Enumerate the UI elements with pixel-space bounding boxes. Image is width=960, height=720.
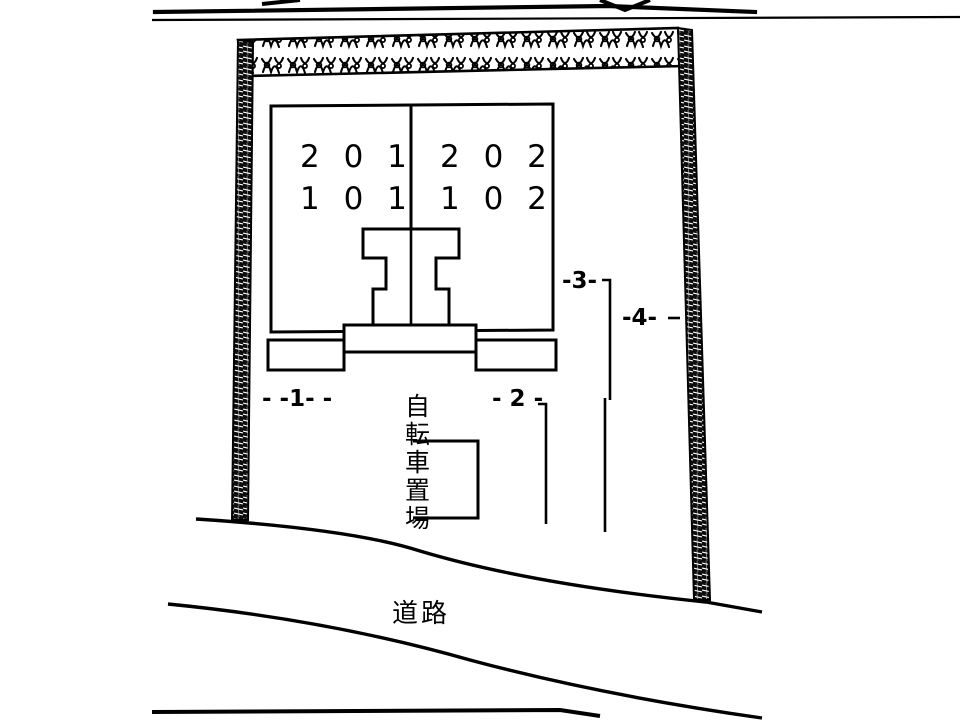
parking-marker-2-label: - 2 - (492, 386, 543, 412)
parking-marker-3-label: -3- (562, 268, 597, 294)
parking-marker-2: - 2 - (492, 386, 607, 532)
road-area: 道路 (151, 517, 763, 720)
bicycle-parking-char-1: 自 (405, 392, 430, 421)
bicycle-parking-char-5: 場 (405, 504, 430, 533)
bicycle-parking-char-3: 車 (405, 448, 430, 477)
parking-marker-3: -3- (562, 268, 612, 400)
apartment-building-outline (269, 102, 555, 334)
unit-number-101: 1 0 1 (300, 181, 414, 217)
parking-marker-4: -4- (622, 305, 680, 331)
unit-number-201: 2 0 1 (300, 139, 414, 175)
bicycle-parking-area: 自 転 車 置 場 (405, 392, 480, 533)
bicycle-parking-char-4: 置 (405, 476, 430, 505)
parking-marker-1: - -1- - (262, 386, 332, 412)
parking-marker-4-label: -4- (622, 305, 657, 331)
building-front-apron (266, 323, 558, 372)
bicycle-parking-char-2: 転 (405, 420, 430, 449)
site-boundary-wall (230, 26, 712, 601)
unit-number-102: 1 0 2 (440, 181, 554, 217)
unit-number-202: 2 0 2 (440, 139, 554, 175)
sheet-top-rules (151, 0, 960, 22)
parking-marker-1-label: - -1- - (262, 386, 332, 412)
road-label: 道路 (392, 599, 450, 629)
